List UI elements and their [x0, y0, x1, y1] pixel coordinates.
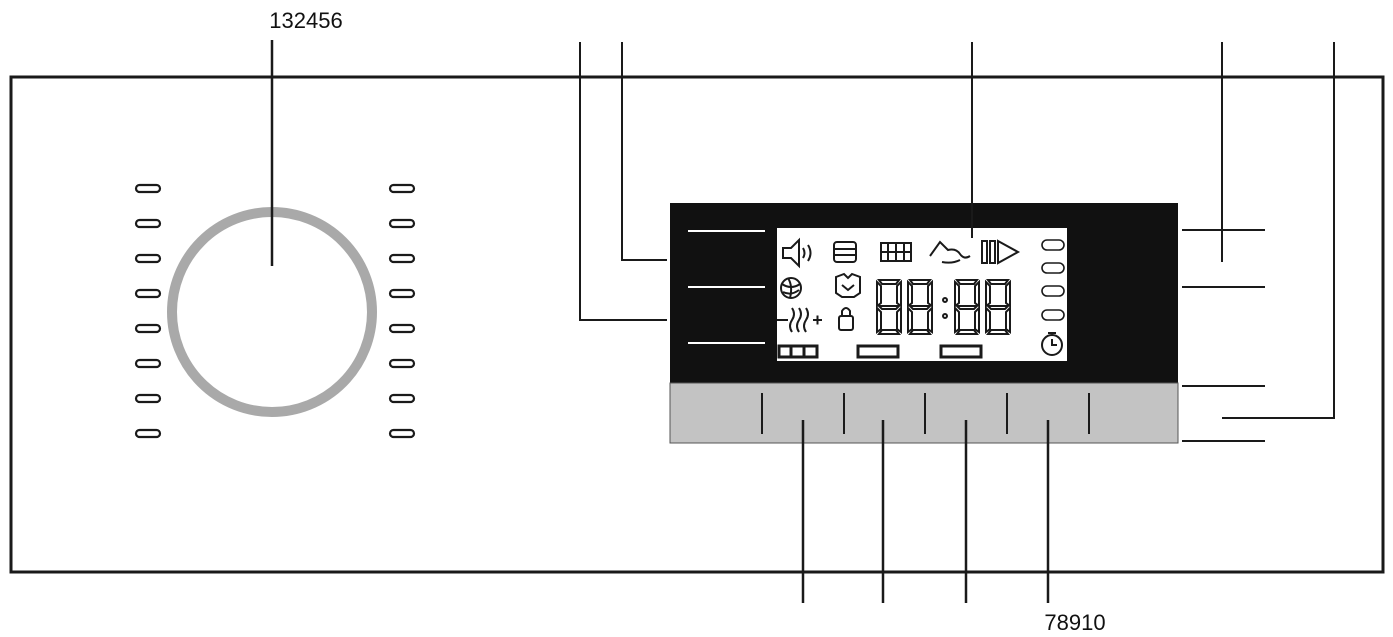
- lcd-screen: [777, 228, 1067, 361]
- time-indicator: [939, 344, 983, 359]
- right-program-leds: [388, 183, 416, 439]
- option-button-1[interactable]: [670, 383, 762, 443]
- program-led: [388, 218, 416, 229]
- program-led: [388, 183, 416, 194]
- grid-icon: [880, 242, 912, 262]
- panel-outline: [9, 75, 1385, 574]
- rinse-hand-icon: [929, 240, 971, 264]
- speaker-icon: [782, 237, 812, 269]
- right-leader-lines: [1182, 229, 1265, 442]
- program-led: [388, 393, 416, 404]
- bottom-leader-lines: [801, 420, 1050, 603]
- display-side-bars: [688, 230, 765, 344]
- extra-rinse-icon: [777, 307, 822, 333]
- top-leader-lines: [579, 42, 1335, 419]
- lcd-status-bars: [1041, 239, 1065, 321]
- wool-ball-icon: [780, 277, 802, 299]
- lcd-digit: [985, 279, 1011, 335]
- lock-icon: [838, 307, 854, 331]
- program-led: [134, 323, 162, 334]
- lcd-colon: [942, 297, 948, 319]
- program-led: [388, 323, 416, 334]
- timer-icon: [1041, 332, 1063, 356]
- program-led: [134, 253, 162, 264]
- program-led: [388, 358, 416, 369]
- lcd-digit: [954, 279, 980, 335]
- lcd-digit: [876, 279, 902, 335]
- shirt-icon: [835, 272, 861, 298]
- layers-icon: [833, 241, 857, 263]
- program-led: [388, 428, 416, 439]
- program-led: [134, 218, 162, 229]
- leader-line-5: [1222, 42, 1335, 419]
- program-led: [388, 253, 416, 264]
- leader-line-2: [621, 42, 667, 261]
- option-button-3[interactable]: [844, 383, 925, 443]
- program-led: [134, 393, 162, 404]
- leader-line-1: [579, 42, 667, 321]
- program-led: [388, 288, 416, 299]
- program-led: [134, 428, 162, 439]
- top-callout-label: 132456: [269, 8, 342, 33]
- lcd-digits: [876, 279, 1011, 335]
- lcd-bottom-indicators: [777, 344, 983, 359]
- left-program-leds: [134, 183, 162, 439]
- temperature-indicator: [856, 344, 900, 359]
- bottom-callout-label: 78910: [1044, 610, 1105, 635]
- program-led: [134, 183, 162, 194]
- spin-speed-indicator: [777, 344, 819, 359]
- lcd-digit: [907, 279, 933, 335]
- program-led: [134, 358, 162, 369]
- button-separators: [761, 393, 1090, 434]
- start-pause-button[interactable]: [1089, 383, 1178, 443]
- start-pause-icon: [981, 239, 1021, 265]
- program-led: [134, 288, 162, 299]
